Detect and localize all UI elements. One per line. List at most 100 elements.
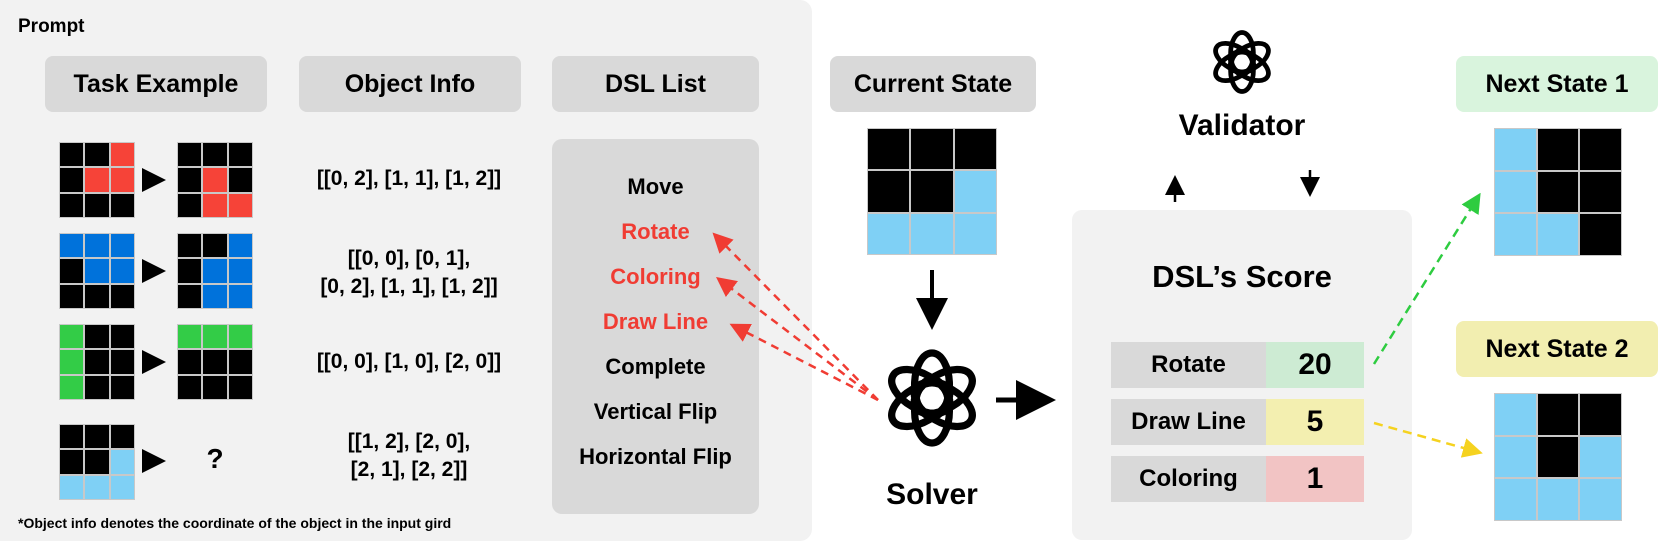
yellow-dashed-arrow: [1373, 421, 1483, 458]
grid-cell: [110, 450, 134, 474]
grid-cell: [60, 234, 84, 258]
solver-label: Solver: [886, 478, 978, 511]
grid-cell: [110, 143, 134, 167]
grid-cell: [1580, 171, 1621, 213]
grid-cell: [1495, 436, 1536, 478]
grid-cell: [60, 375, 84, 399]
grid-cell: [85, 350, 109, 374]
grid-cell: [110, 259, 134, 283]
grid-cell: [110, 425, 134, 449]
example-3-output-grid: [177, 324, 253, 400]
grid-cell: [203, 325, 227, 349]
grid-cell: [911, 129, 953, 170]
grid-cell: [203, 143, 227, 167]
grid-cell: [60, 284, 84, 308]
grid-cell: [1537, 394, 1579, 435]
object-info-1-line-1: [[0, 2], [1, 1], [1, 2]]: [316, 167, 502, 190]
dsl-item-horizontal-flip: Horizontal Flip: [579, 444, 732, 469]
grid-cell: [110, 375, 134, 399]
validator-label: Validator: [1178, 109, 1306, 142]
grid-cell: [110, 168, 134, 192]
grid-cell: [203, 375, 227, 399]
unknown-output-question-mark: ?: [206, 443, 224, 474]
score-value-coloring: 1: [1266, 456, 1364, 502]
example-arrows: [142, 168, 166, 473]
grid-cell: [1537, 129, 1579, 170]
object-info-2-line-1: [[0, 0], [0, 1],: [347, 247, 471, 270]
dsl-item-vertical-flip: Vertical Flip: [593, 399, 718, 424]
dsl-item-rotate: Rotate: [621, 219, 690, 244]
score-value-rotate: 20: [1266, 342, 1364, 388]
grid-cell: [60, 350, 84, 374]
score-label-rotate: Rotate: [1111, 342, 1266, 388]
object-info-header: Object Info: [299, 56, 521, 112]
grid-cell: [110, 475, 134, 499]
object-info-2-line-2: [0, 2], [1, 1], [1, 2]]: [320, 275, 498, 298]
grid-cell: [178, 284, 202, 308]
grid-cell: [203, 284, 227, 308]
validator-icon: [1211, 33, 1273, 92]
grid-cell: [85, 375, 109, 399]
grid-cell: [203, 234, 227, 258]
grid-cell: [178, 325, 202, 349]
grid-cell: [1537, 214, 1579, 255]
task-example-header: Task Example: [45, 56, 267, 112]
object-info-1: [[0, 2], [1, 1], [1, 2]]: [299, 165, 519, 193]
next-state-2-grid: [1494, 393, 1622, 521]
grid-cell: [1537, 436, 1579, 478]
grid-cell: [1537, 171, 1579, 213]
example-1-output-grid: [177, 142, 253, 218]
next-state-2-header: Next State 2: [1456, 321, 1658, 377]
grid-cell: [228, 168, 252, 192]
grid-cell: [178, 259, 202, 283]
grid-cell: [178, 350, 202, 374]
grid-cell: [1495, 394, 1536, 435]
grid-cell: [954, 213, 996, 254]
grid-cell: [85, 168, 109, 192]
grid-cell: [203, 350, 227, 374]
grid-cell: [1537, 479, 1579, 520]
grid-cell: [228, 325, 252, 349]
grid-cell: [1580, 479, 1621, 520]
grid-cell: [60, 425, 84, 449]
grid-cell: [85, 234, 109, 258]
grid-cell: [228, 234, 252, 258]
grid-cell: [178, 193, 202, 217]
grid-cell: [85, 425, 109, 449]
object-info-4-line-1: [[1, 2], [2, 0],: [347, 430, 471, 453]
grid-cell: [85, 475, 109, 499]
grid-cell: [1495, 129, 1536, 170]
grid-cell: [60, 325, 84, 349]
grid-cell: [85, 325, 109, 349]
dsl-score-title: DSL’s Score: [1152, 259, 1332, 294]
grid-cell: [60, 259, 84, 283]
example-2-output-grid: [177, 233, 253, 309]
grid-cell: [60, 143, 84, 167]
grid-cell: [178, 375, 202, 399]
dsl-item-draw-line: Draw Line: [602, 309, 709, 334]
example-1-input-grid: [59, 142, 135, 218]
grid-cell: [203, 259, 227, 283]
grid-cell: [954, 171, 996, 212]
object-info-3-line-1: [[0, 0], [1, 0], [2, 0]]: [316, 350, 502, 373]
grid-cell: [60, 193, 84, 217]
grid-cell: [178, 143, 202, 167]
footnote: *Object info denotes the coordinate of t…: [18, 515, 452, 531]
grid-cell: [60, 475, 84, 499]
dsl-list-box: [552, 139, 759, 514]
object-info-2: [[0, 0], [0, 1], [0, 2], [1, 1], [1, 2]]: [299, 245, 519, 301]
score-label-coloring: Coloring: [1111, 456, 1266, 502]
dsl-item-move: Move: [627, 174, 684, 199]
grid-cell: [228, 259, 252, 283]
red-dashed-arrows: [712, 232, 879, 402]
grid-cell: [1580, 129, 1621, 170]
grid-cell: [85, 193, 109, 217]
object-info-3: [[0, 0], [1, 0], [2, 0]]: [299, 348, 519, 376]
dsl-item-complete: Complete: [605, 354, 706, 379]
grid-cell: [228, 350, 252, 374]
prompt-title: Prompt: [18, 16, 85, 37]
grid-cell: [85, 284, 109, 308]
test-input-grid: [59, 424, 135, 500]
grid-cell: [228, 375, 252, 399]
current-state-header: Current State: [830, 56, 1036, 112]
